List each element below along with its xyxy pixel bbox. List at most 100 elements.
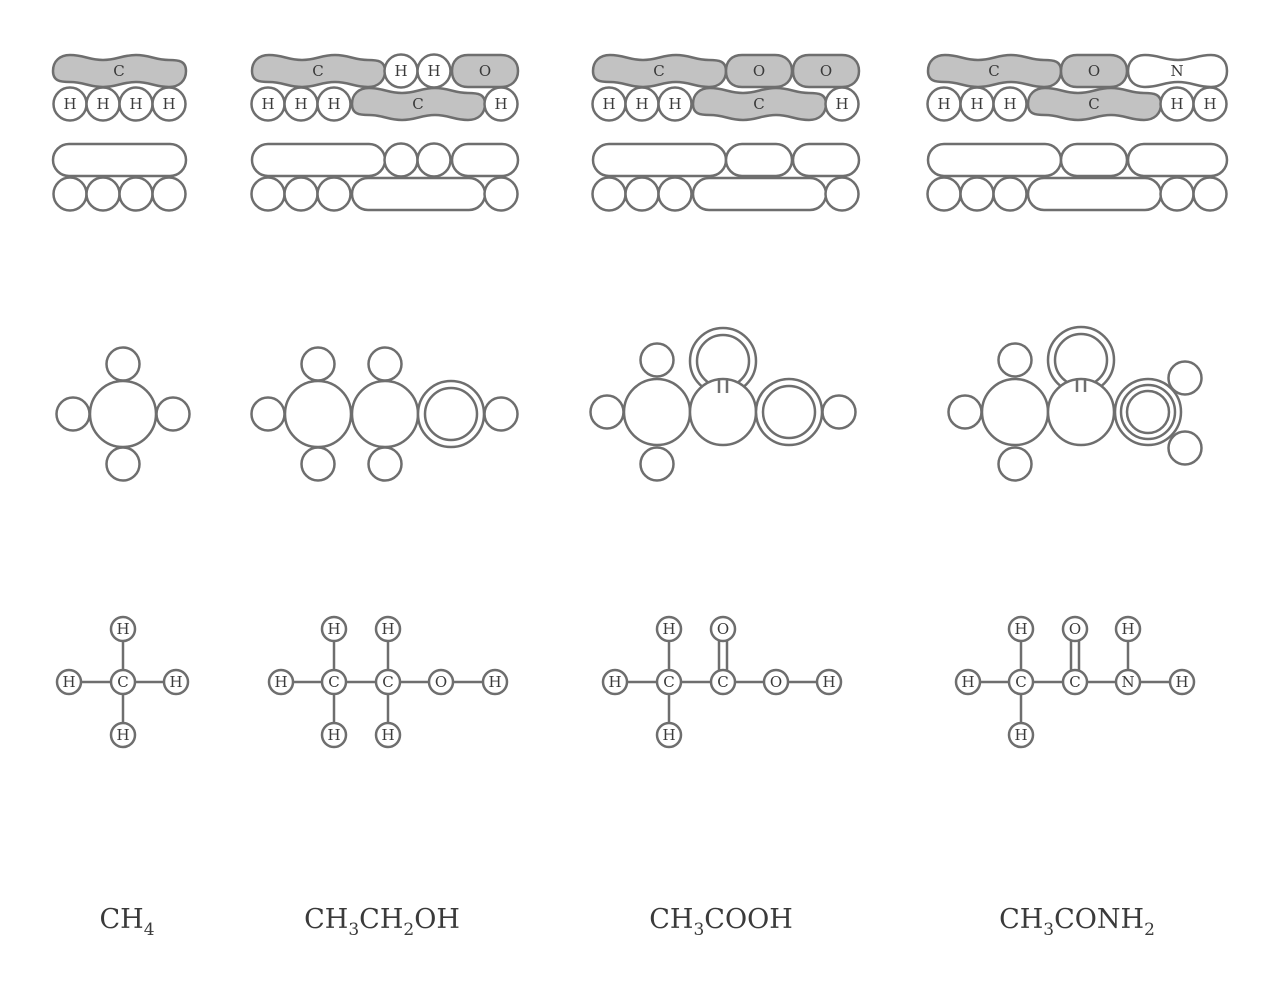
circle-model-row (55, 325, 1203, 482)
atom-node (601, 668, 629, 696)
carbon-circle (350, 379, 420, 449)
ethanol-block-model: C H H O H H H C H (250, 53, 520, 122)
acetic-acid-circle-model (589, 326, 857, 482)
atom-label: H (662, 620, 675, 638)
ethanol-circle-model (250, 346, 519, 482)
atom-label: H (274, 673, 287, 691)
block-model-row: C H H H H C H H O H H H C H (51, 53, 1229, 122)
formula-subscript: 3 (693, 920, 704, 940)
oxygen-outline (724, 142, 794, 178)
atom-label: O (435, 673, 447, 691)
atom-label: H (970, 95, 983, 113)
hydrogen-block (1192, 86, 1228, 122)
formula-text: CH (359, 904, 403, 935)
formula-acetamide: CH3CONH2 (999, 904, 1155, 940)
formula-subscript: 2 (1144, 920, 1155, 940)
hydrogen-outline (992, 176, 1028, 212)
hydrogen-circle (483, 396, 519, 432)
carbon-outline (250, 142, 387, 178)
atom-node (374, 615, 402, 643)
hydrogen-circle (155, 396, 191, 432)
formula-text: COOH (704, 904, 792, 935)
hydrogen-circle (1167, 430, 1203, 466)
hydrogen-outline (926, 176, 962, 212)
formula-subscript: 3 (348, 920, 359, 940)
hydrogen-outline (591, 176, 627, 212)
hydrogen-circle (105, 346, 141, 382)
formula-text: CH (99, 904, 143, 935)
atom-node (709, 668, 737, 696)
formula-subscript: 3 (1043, 920, 1054, 940)
acetamide-block-outline (926, 142, 1229, 212)
hydrogen-outline (959, 176, 995, 212)
hydrogen-circle (639, 446, 675, 482)
methane-circle-model (55, 346, 191, 482)
formula-methane: CH4 (99, 904, 154, 940)
atom-label: H (381, 620, 394, 638)
formula-subscript: 2 (403, 920, 414, 940)
atom-node (374, 668, 402, 696)
atom-node (427, 668, 455, 696)
atom-label: H (96, 95, 109, 113)
atom-label: C (382, 673, 393, 691)
hydrogen-block (316, 86, 352, 122)
atom-node (320, 615, 348, 643)
hydrogen-outline (250, 176, 286, 212)
atom-label: H (961, 673, 974, 691)
atom-label: C (717, 673, 728, 691)
atom-label: O (1088, 62, 1100, 80)
hydrogen-outline (483, 176, 519, 212)
atom-label: C (1069, 673, 1080, 691)
hydrogen-block (657, 86, 693, 122)
methane-structural: H H C H H (55, 615, 190, 749)
atom-label: H (494, 95, 507, 113)
hydrogen-circle (947, 394, 983, 430)
hydrogen-block (151, 86, 187, 122)
atom-label: N (1121, 673, 1134, 691)
atom-node (655, 668, 683, 696)
atom-node (709, 615, 737, 643)
oxygen-outline (450, 142, 520, 178)
hydrogen-outline (624, 176, 660, 212)
acetic-acid-structural: H O H C C O H H (601, 615, 843, 749)
atom-node (655, 721, 683, 749)
carbon-circle (622, 377, 692, 447)
carbon-circle (688, 377, 758, 447)
atom-node (762, 668, 790, 696)
atom-label: H (1175, 673, 1188, 691)
carbon-outline (350, 176, 487, 212)
atom-node (954, 668, 982, 696)
acetamide-circle-model (947, 325, 1203, 482)
atom-label: H (635, 95, 648, 113)
atom-label: H (1203, 95, 1216, 113)
atom-label: H (1121, 620, 1134, 638)
atom-node (109, 721, 137, 749)
acetic-acid-block-outline (591, 142, 861, 212)
atom-label: H (261, 95, 274, 113)
atom-label: H (1014, 620, 1027, 638)
atom-label: C (1088, 95, 1099, 113)
ethanol-structural: H H H C C H H O H (267, 615, 509, 749)
hydrogen-outline (283, 176, 319, 212)
atom-label: H (116, 726, 129, 744)
formula-acetic-acid: CH3COOH (649, 904, 793, 940)
atom-label: H (169, 673, 182, 691)
acetamide-block-model: C O N H H H C H H (926, 53, 1229, 122)
atom-label: H (381, 726, 394, 744)
hydrogen-outline (52, 176, 88, 212)
hydrogen-outline (151, 176, 187, 212)
atom-node (320, 721, 348, 749)
nitrogen-outline (1126, 142, 1229, 178)
formula-ethanol: CH3CH2OH (304, 904, 460, 940)
atom-label: H (662, 726, 675, 744)
atom-label: C (412, 95, 423, 113)
atom-label: O (753, 62, 765, 80)
atom-label: H (394, 62, 407, 80)
atom-label: O (1069, 620, 1081, 638)
formula-text: OH (414, 904, 460, 935)
atom-label: C (753, 95, 764, 113)
atom-label: C (988, 62, 999, 80)
hydrogen-outline (1192, 176, 1228, 212)
carbon-outline (51, 142, 188, 178)
